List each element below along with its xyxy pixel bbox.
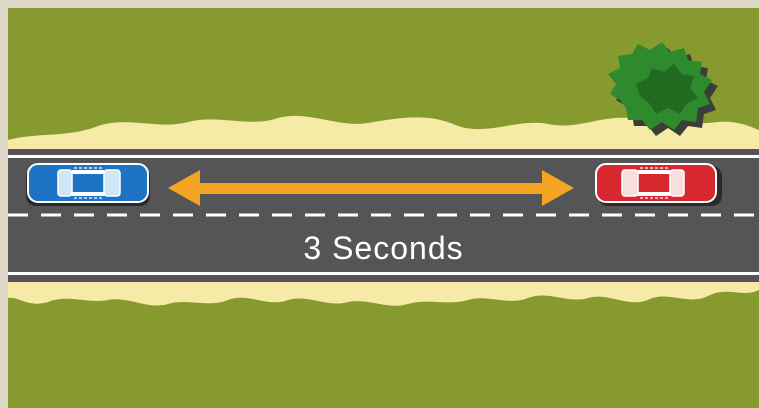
driving-distance-diagram: 3 Seconds — [8, 8, 759, 408]
scene-drawing — [8, 8, 759, 408]
following-car-icon — [26, 164, 150, 206]
lead-car-icon — [596, 164, 722, 206]
roadside-sand-bottom — [8, 278, 759, 306]
following-distance-label: 3 Seconds — [8, 230, 759, 267]
